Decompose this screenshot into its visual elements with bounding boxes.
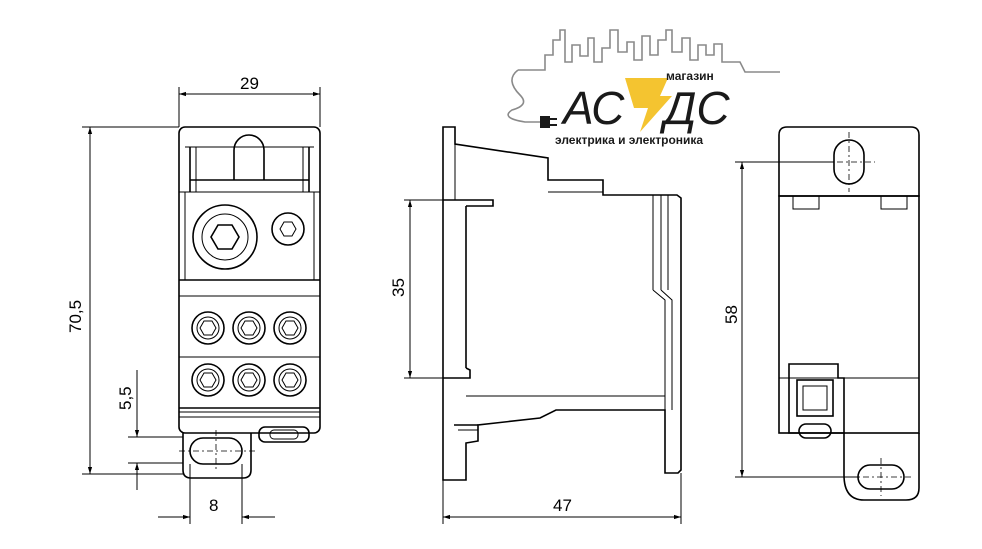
dim-side-depth: 47	[553, 496, 572, 515]
logo-name-right: ДС	[659, 82, 730, 134]
dim-front-width: 29	[240, 74, 259, 93]
front-dimensions: 29 70,5 5,5 8	[66, 74, 321, 524]
side-view	[442, 126, 682, 481]
dim-rail-height: 35	[389, 278, 408, 297]
side-dimensions: 35 47	[389, 199, 682, 524]
dim-slot-width: 8	[209, 496, 218, 515]
dim-front-height: 70,5	[66, 300, 85, 333]
dim-slot-offset: 5,5	[116, 386, 135, 410]
back-view	[778, 126, 920, 501]
dim-back-height: 58	[722, 305, 741, 324]
lightning-icon	[625, 78, 672, 132]
skyline-icon	[518, 29, 780, 73]
logo-name-left: АС	[560, 82, 625, 134]
logo-tagline: электрика и электроника	[555, 133, 703, 147]
plug-icon	[540, 116, 550, 128]
front-view	[178, 126, 321, 479]
logo-top-label: магазин	[666, 69, 714, 83]
back-dimensions: 58	[722, 161, 858, 478]
store-logo: магазин АС ДС электрика и электроника	[507, 29, 780, 147]
plug-cord-icon	[507, 69, 540, 123]
